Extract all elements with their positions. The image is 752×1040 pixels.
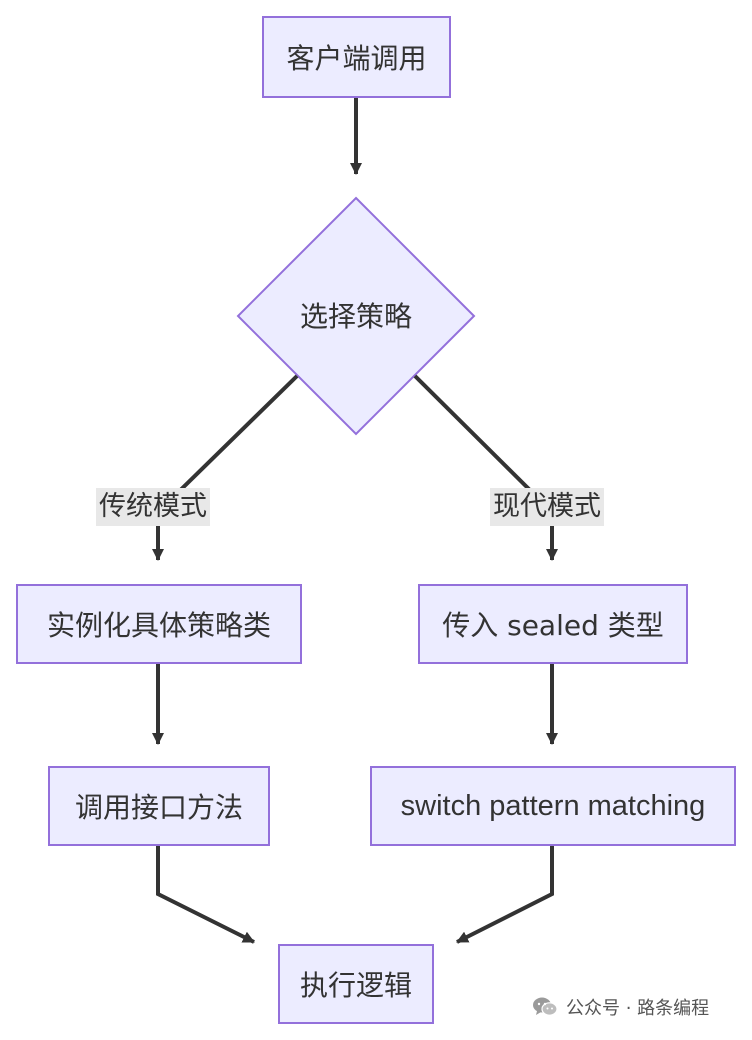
watermark-text: 公众号 · 路条编程: [566, 998, 710, 1019]
node-pass-sealed-label: 传入 sealed 类型: [442, 609, 664, 642]
node-call-interface-label: 调用接口方法: [74, 791, 243, 824]
wechat-icon: [533, 997, 558, 1016]
node-client-call: 客户端调用: [262, 16, 451, 98]
node-switch-matching: switch pattern matching: [370, 766, 736, 846]
edge-switch-to-execute: [456, 846, 554, 944]
node-execute: 执行逻辑: [278, 944, 434, 1024]
edge-call-to-execute: [156, 846, 255, 944]
node-execute-label: 执行逻辑: [299, 969, 412, 1002]
node-select-strategy: 选择策略: [256, 292, 456, 338]
node-client-call-label: 客户端调用: [286, 42, 427, 75]
node-select-strategy-label: 选择策略: [299, 300, 412, 333]
watermark: 公众号 · 路条编程: [532, 994, 709, 1020]
node-pass-sealed: 传入 sealed 类型: [418, 584, 688, 664]
edge-label-modern-text: 现代模式: [493, 491, 601, 522]
edge-label-modern: 现代模式: [490, 488, 604, 526]
node-instantiate: 实例化具体策略类: [16, 584, 302, 664]
node-call-interface: 调用接口方法: [48, 766, 270, 846]
node-switch-matching-label: switch pattern matching: [400, 789, 706, 822]
edge-label-traditional: 传统模式: [96, 488, 210, 526]
edge-label-traditional-text: 传统模式: [99, 491, 207, 522]
node-instantiate-label: 实例化具体策略类: [46, 609, 271, 642]
decision-diamond: [236, 196, 476, 436]
